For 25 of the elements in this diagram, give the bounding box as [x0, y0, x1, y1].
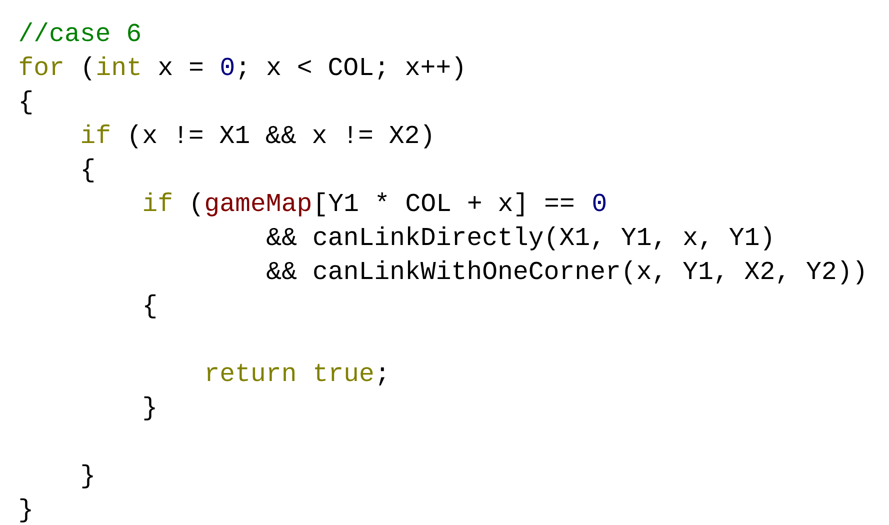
code-keyword: true [315, 364, 373, 382]
code-text: && canLinkDirectly(X1, Y1, x, Y1) [266, 226, 771, 250]
code-keyword: if [144, 192, 172, 211]
code-text: ( [193, 192, 200, 216]
code-text: { [145, 294, 156, 318]
code-number: 0 [221, 58, 234, 76]
code-keyword: return [207, 364, 294, 382]
code-text: ; [379, 367, 385, 386]
code-comment: //case 6 [20, 22, 140, 42]
code-text: } [20, 498, 31, 522]
code-keyword: int [98, 56, 140, 76]
code-keyword: if [82, 124, 110, 143]
code-text: } [82, 464, 93, 488]
code-text: x = [158, 61, 202, 75]
code-text: && canLinkWithOneCorner(x, Y1, X2, Y2)) [266, 260, 864, 284]
code-keyword: for [20, 56, 62, 76]
code-number: 0 [593, 194, 606, 212]
code-text: { [21, 90, 32, 114]
code-text: [Y1 * COL + x] == [318, 192, 574, 216]
code-text: } [144, 396, 155, 420]
code-text: (x != X1 && x != X2) [131, 124, 431, 148]
code-text: { [83, 158, 94, 182]
code-text: ; x < COL; x++) [240, 56, 462, 80]
code-text: ( [84, 56, 92, 80]
code-identifier: gameMap [206, 194, 310, 216]
